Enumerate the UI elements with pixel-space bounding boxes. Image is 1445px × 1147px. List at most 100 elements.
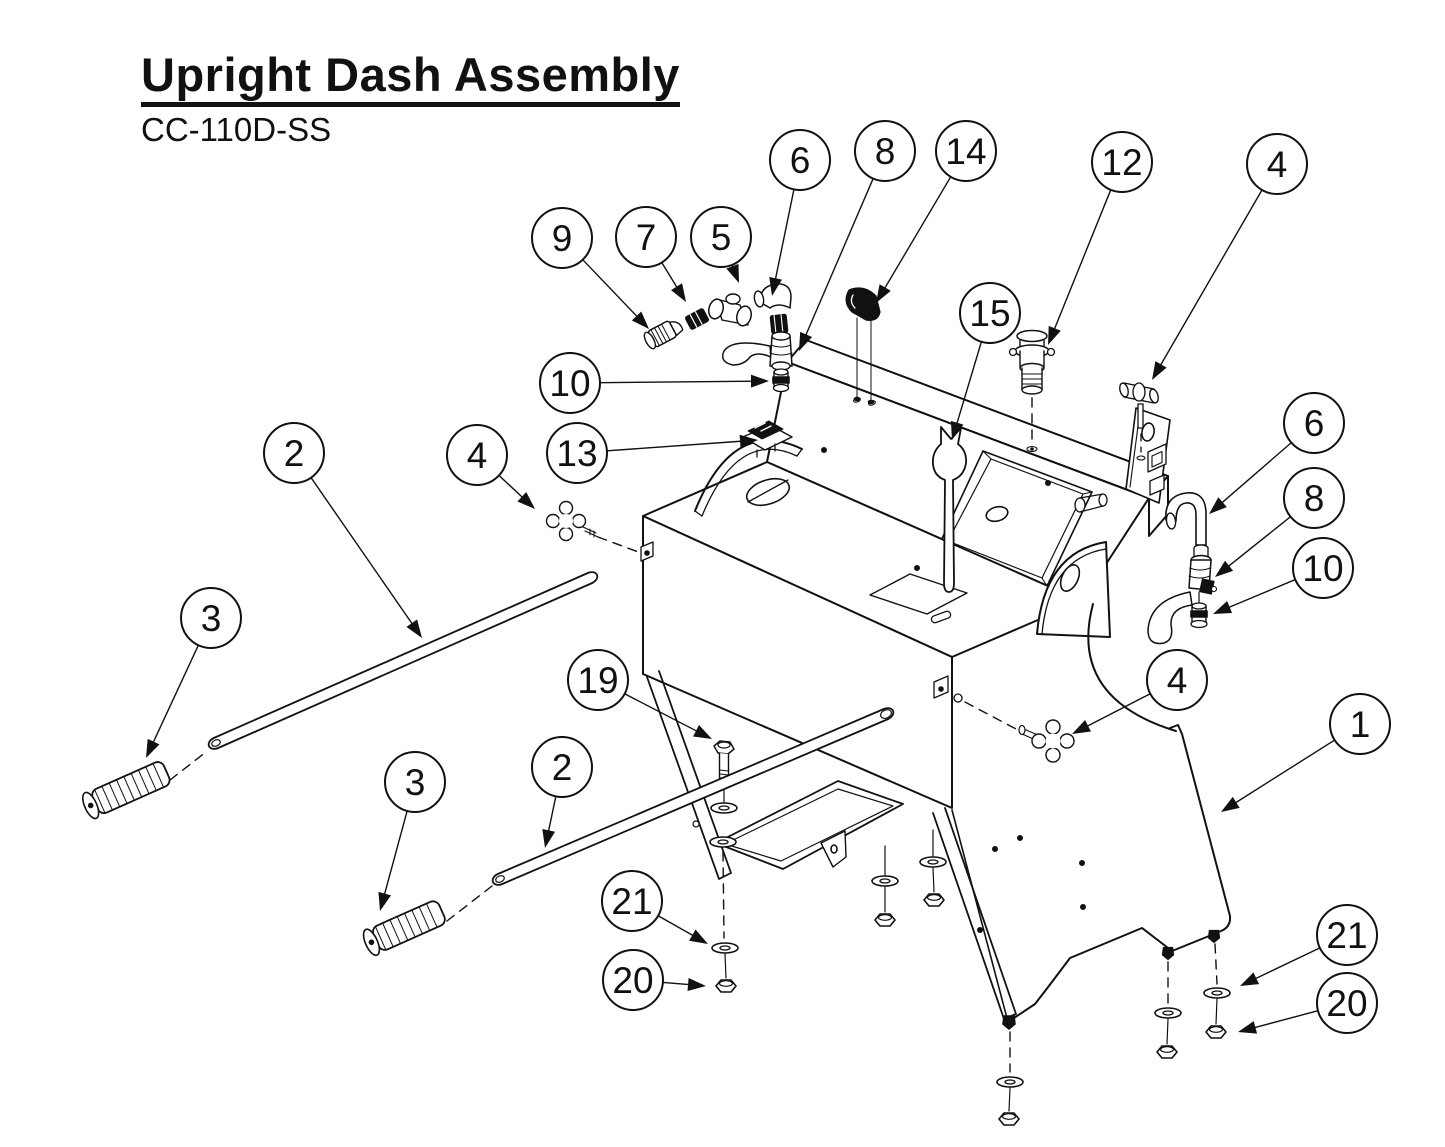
callout-balloon-3 (384, 751, 446, 813)
handle-tube-2 (491, 707, 895, 886)
front-leg (932, 807, 1024, 1126)
leader-line (582, 259, 640, 320)
star-knob-right (1018, 719, 1075, 763)
left-leg (646, 670, 732, 880)
callout-9: 9 (531, 207, 649, 329)
leader-arrowhead (1213, 601, 1233, 614)
callout-14: 14 (876, 120, 997, 303)
page-title: Upright Dash Assembly (141, 50, 680, 108)
fastener-stacks (871, 829, 947, 927)
callout-10: 10 (539, 352, 769, 414)
leader-line (310, 477, 415, 627)
leader-arrowhead (1048, 325, 1061, 345)
leader-line (606, 440, 745, 452)
fitting-10a (772, 368, 790, 393)
leader-arrowhead (378, 891, 391, 911)
leader-line (1232, 739, 1336, 806)
callout-19: 19 (567, 649, 712, 739)
leader-line (657, 915, 697, 938)
callout-8: 8 (799, 120, 916, 351)
leader-arrowhead (671, 283, 686, 302)
leader-line (1252, 947, 1321, 981)
leader-arrowhead (1240, 972, 1260, 986)
leader-arrowhead (950, 420, 964, 440)
callout-number: 9 (552, 218, 573, 259)
title-block: Upright Dash Assembly CC-110D-SS (141, 50, 680, 149)
leader-arrowhead (876, 284, 891, 303)
under-tray (715, 780, 904, 870)
leader-arrowhead (739, 434, 758, 448)
callout-balloon-4 (1146, 649, 1208, 711)
callout-number: 10 (1302, 548, 1343, 589)
callout-number: 3 (405, 762, 426, 803)
left-fender (694, 439, 803, 517)
leader-line (1219, 442, 1292, 506)
leader-arrowhead (693, 724, 712, 739)
callout-8: 8 (1215, 467, 1345, 577)
leader-line (1052, 189, 1112, 333)
callout-6: 6 (1209, 392, 1345, 514)
ball-valve (721, 331, 793, 371)
callout-5: 5 (690, 206, 752, 283)
fitting-14 (845, 287, 881, 405)
callout-number: 1 (1350, 704, 1371, 745)
callout-21: 21 (601, 870, 708, 944)
valve-right (1147, 544, 1218, 645)
leader-line (1251, 1010, 1319, 1030)
callout-balloon-3 (180, 587, 242, 649)
leader-arrowhead (726, 263, 739, 283)
callout-4: 4 (1072, 649, 1208, 734)
leader-line (599, 380, 756, 384)
leader-arrowhead (146, 738, 160, 758)
callout-1: 1 (1221, 693, 1391, 812)
leader-arrowhead (750, 374, 769, 388)
callout-balloon-21 (601, 870, 663, 932)
callout-10: 10 (1213, 537, 1354, 614)
leader-line (1225, 516, 1291, 569)
grip-1 (82, 761, 171, 820)
side-body-arc (1087, 603, 1177, 732)
leader-arrowhead (1152, 361, 1167, 380)
leader-line (803, 178, 874, 339)
camlock-12 (1008, 329, 1056, 444)
callout-number: 4 (467, 435, 488, 476)
callout-3: 3 (146, 587, 242, 758)
callout-number: 21 (1326, 915, 1367, 956)
callout-balloon-7 (615, 206, 677, 268)
callout-balloon-10 (1292, 537, 1354, 599)
leader-arrowhead (1072, 719, 1091, 734)
leader-arrowhead (1209, 497, 1227, 514)
handle-tube-1 (207, 571, 599, 750)
callout-number: 8 (875, 131, 896, 172)
toggle-switch (742, 420, 793, 458)
callout-number: 8 (1304, 478, 1325, 519)
leader-line (382, 810, 408, 898)
callout-balloon-8 (1283, 467, 1345, 529)
tank-front (640, 515, 963, 809)
fitting-5-tee (708, 293, 752, 327)
callout-2: 2 (263, 422, 422, 638)
callout-15: 15 (950, 282, 1021, 440)
callout-number: 2 (552, 747, 573, 788)
fitting-8-nipple (769, 313, 789, 335)
callout-number: 12 (1101, 142, 1142, 183)
callout-balloon-1 (1329, 693, 1391, 755)
dash-box (766, 339, 1171, 602)
leader-arrowhead (517, 491, 535, 509)
callout-balloon-21 (1316, 904, 1378, 966)
leader-line (498, 474, 526, 500)
gooseneck-6 (1165, 492, 1207, 546)
model-number: CC-110D-SS (141, 111, 332, 149)
callout-2: 2 (531, 736, 593, 848)
callout-balloon-20 (602, 949, 664, 1011)
callout-4: 4 (446, 424, 535, 509)
callout-balloon-13 (546, 422, 608, 484)
wrench (932, 426, 967, 593)
callout-3: 3 (378, 751, 446, 911)
fitting-9 (643, 320, 684, 350)
leader-line (662, 981, 693, 986)
callout-balloon-12 (1091, 131, 1153, 193)
assembly-line-art (82, 283, 1232, 1126)
callout-balloon-20 (1316, 972, 1378, 1034)
